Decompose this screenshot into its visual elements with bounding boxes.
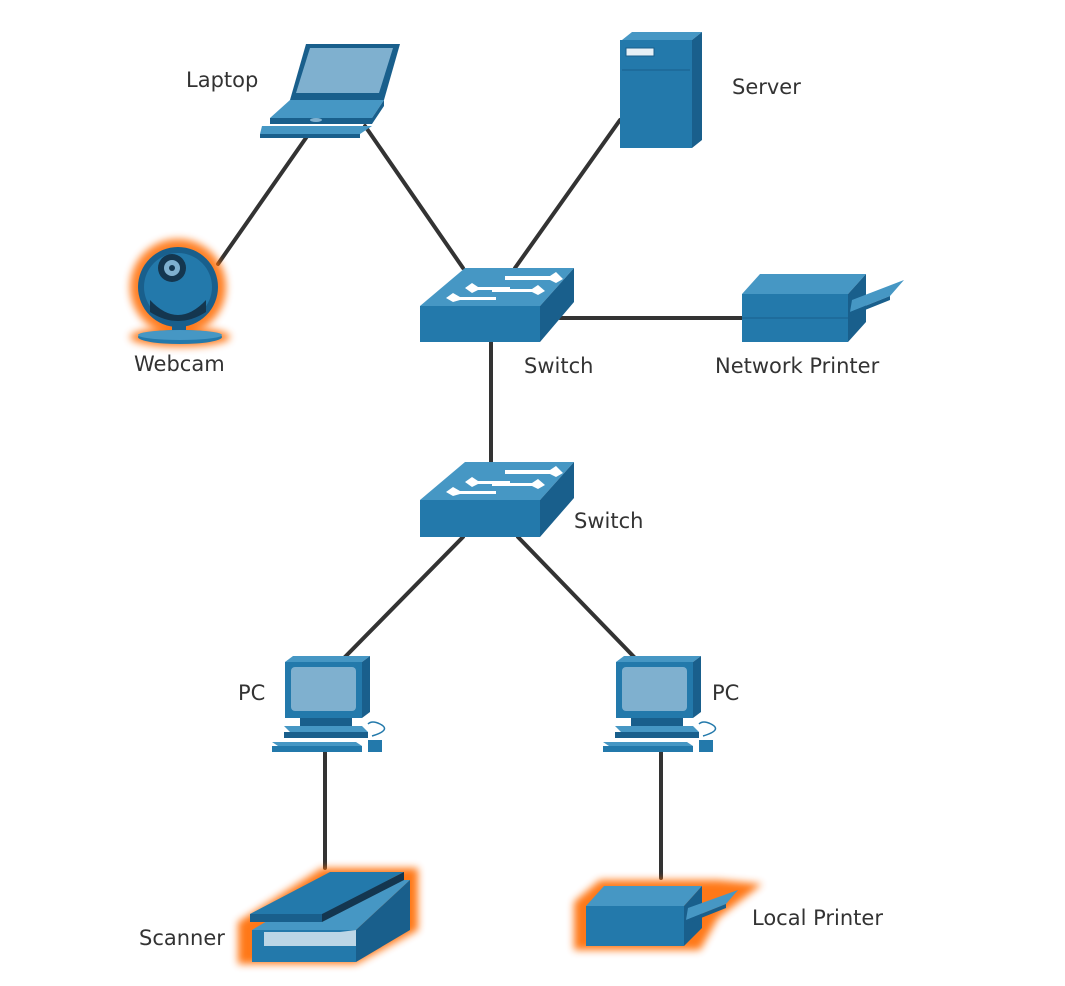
local-printer-label: Local Printer (752, 906, 883, 930)
links (216, 118, 747, 880)
switch-top-icon[interactable] (420, 268, 574, 342)
pc-left-icon[interactable] (272, 656, 386, 752)
switch-top-label: Switch (524, 354, 593, 378)
webcam-label: Webcam (134, 352, 225, 376)
network-printer-label: Network Printer (715, 354, 880, 378)
laptop-icon[interactable] (260, 44, 400, 138)
link-laptop-switch-top (363, 124, 465, 270)
pc-left-label: PC (238, 681, 265, 705)
link-server-switch-top (513, 118, 622, 270)
scanner-label: Scanner (139, 926, 225, 950)
network-printer-icon[interactable] (742, 274, 904, 342)
local-printer-icon[interactable] (574, 880, 762, 950)
laptop-label: Laptop (186, 68, 258, 92)
link-switch-bottom-pc-left (340, 535, 465, 662)
switch-bottom-label: Switch (574, 509, 643, 533)
pc-right-label: PC (712, 681, 739, 705)
server-icon[interactable] (620, 32, 702, 148)
server-label: Server (732, 75, 801, 99)
switch-bottom-icon[interactable] (420, 462, 574, 537)
webcam-icon[interactable] (130, 239, 230, 347)
scanner-icon[interactable] (238, 868, 418, 964)
link-laptop-webcam (216, 133, 310, 266)
link-switch-bottom-pc-right (516, 535, 639, 662)
pc-right-icon[interactable] (603, 656, 717, 752)
